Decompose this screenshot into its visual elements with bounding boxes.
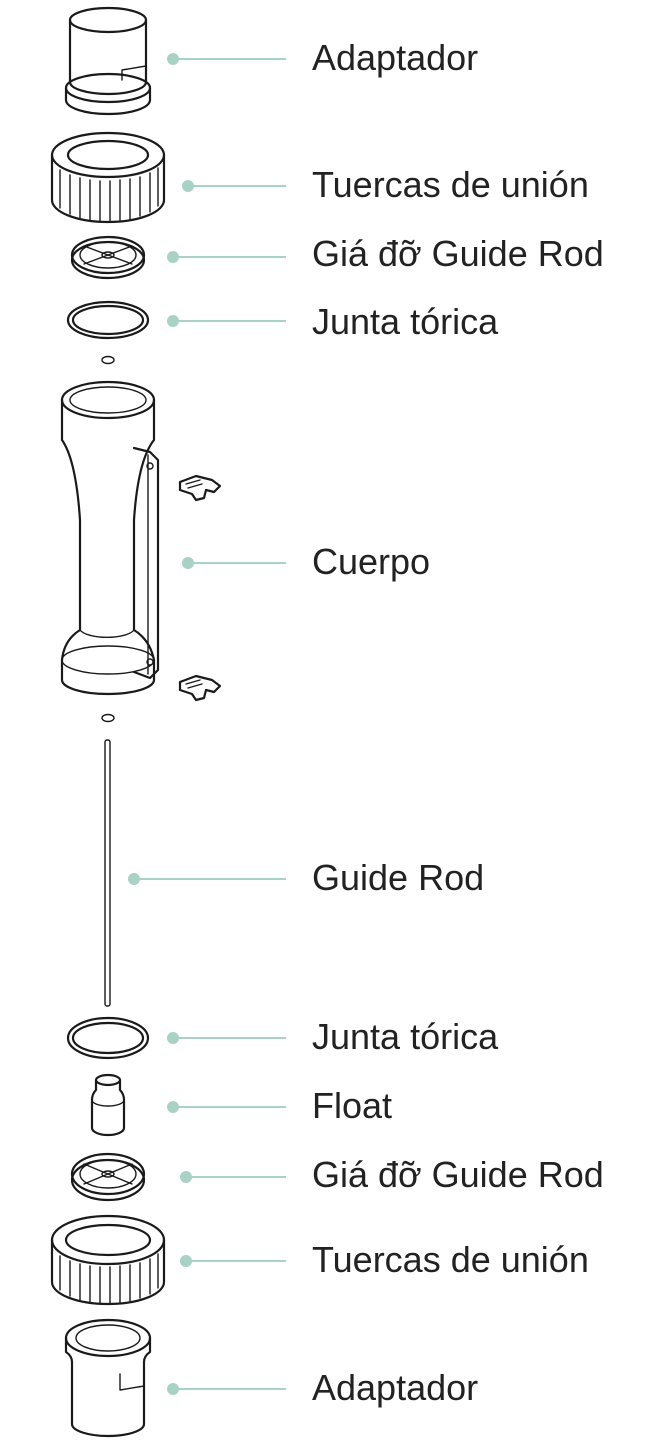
small-washer-bottom-drawing — [101, 713, 115, 723]
label-soporte-bottom: Giá đỡ Guide Rod — [312, 1154, 604, 1195]
small-washer-top-drawing — [101, 355, 115, 365]
leader-soporte-top — [167, 251, 286, 263]
guide-rod-holder-bottom-drawing — [70, 1152, 146, 1202]
label-tuercas-bottom: Tuercas de unión — [312, 1239, 589, 1280]
o-ring-bottom-drawing — [66, 1016, 150, 1060]
leader-tuercas-bottom — [180, 1255, 286, 1267]
leader-junta-top — [167, 315, 286, 327]
leader-adaptador-top — [167, 53, 286, 65]
label-adaptador-top: Adaptador — [312, 37, 479, 78]
label-junta-bottom: Junta tórica — [312, 1016, 499, 1057]
o-ring-top-drawing — [66, 300, 150, 340]
label-guide-rod: Guide Rod — [312, 857, 485, 898]
leader-tuercas-top — [182, 180, 286, 192]
leader-cuerpo — [182, 557, 286, 569]
label-tuercas-top: Tuercas de unión — [312, 164, 589, 205]
leader-soporte-bottom — [180, 1171, 286, 1183]
leader-guide-rod — [128, 873, 286, 885]
guide-rod-drawing — [104, 739, 111, 1007]
guide-rod-holder-top-drawing — [70, 235, 146, 280]
adapter-top-drawing — [64, 6, 152, 116]
clip-upper-drawing — [178, 474, 222, 502]
body-drawing — [60, 380, 160, 696]
label-float: Float — [312, 1085, 393, 1126]
label-cuerpo: Cuerpo — [312, 541, 431, 582]
leader-float — [167, 1101, 286, 1113]
label-junta-top: Junta tórica — [312, 301, 499, 342]
clip-lower-drawing — [178, 674, 222, 702]
adapter-bottom-drawing — [64, 1318, 152, 1438]
leader-junta-bottom — [167, 1032, 286, 1044]
union-nut-bottom-drawing — [50, 1214, 166, 1306]
leader-lines — [128, 53, 286, 1395]
label-adaptador-bottom: Adaptador — [312, 1367, 479, 1408]
leader-adaptador-bottom — [167, 1383, 286, 1395]
label-soporte-top: Giá đỡ Guide Rod — [312, 233, 604, 274]
union-nut-top-drawing — [50, 131, 166, 224]
float-drawing — [90, 1073, 126, 1137]
